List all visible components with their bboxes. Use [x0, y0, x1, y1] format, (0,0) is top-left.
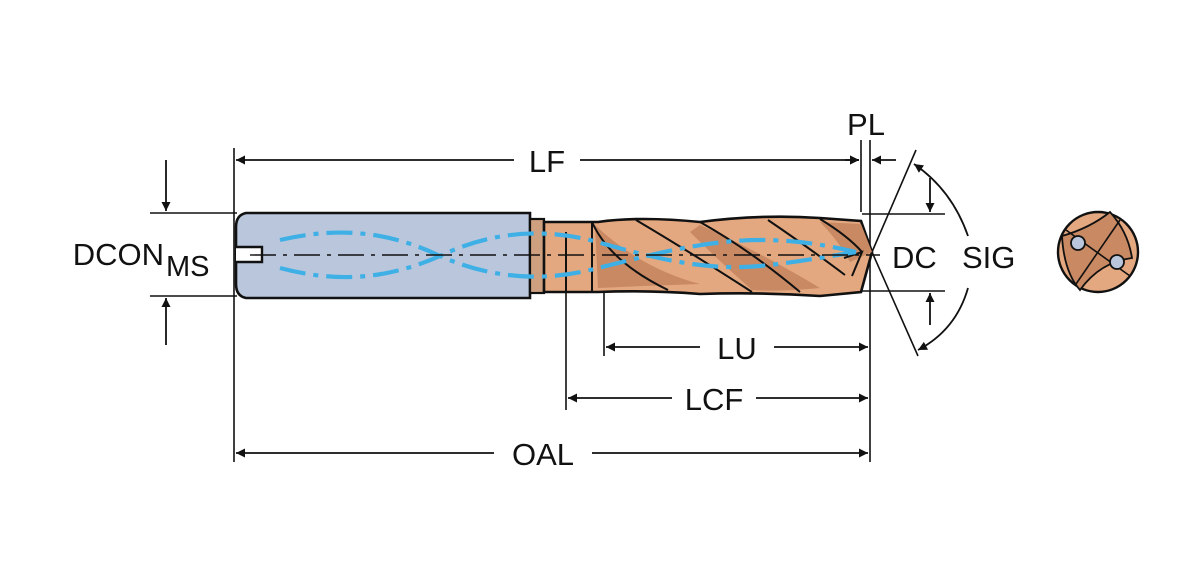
label-lu: LU: [717, 331, 757, 366]
label-ms: MS: [166, 251, 210, 283]
label-dcon: DCON: [73, 237, 164, 272]
label-sig: SIG: [962, 240, 1015, 275]
label-lf: LF: [529, 144, 565, 179]
drill-body: [542, 215, 874, 298]
label-pl: PL: [847, 107, 885, 142]
drill-tip-end-view: [1056, 210, 1140, 294]
coolant-hole-icon: [1070, 235, 1125, 270]
label-oal: OAL: [512, 437, 574, 472]
coolant-channels: [279, 230, 857, 280]
label-lcf: LCF: [685, 382, 744, 417]
extension-lines: [150, 140, 945, 462]
dimension-lines: [161, 155, 969, 458]
label-dc: DC: [892, 240, 937, 275]
